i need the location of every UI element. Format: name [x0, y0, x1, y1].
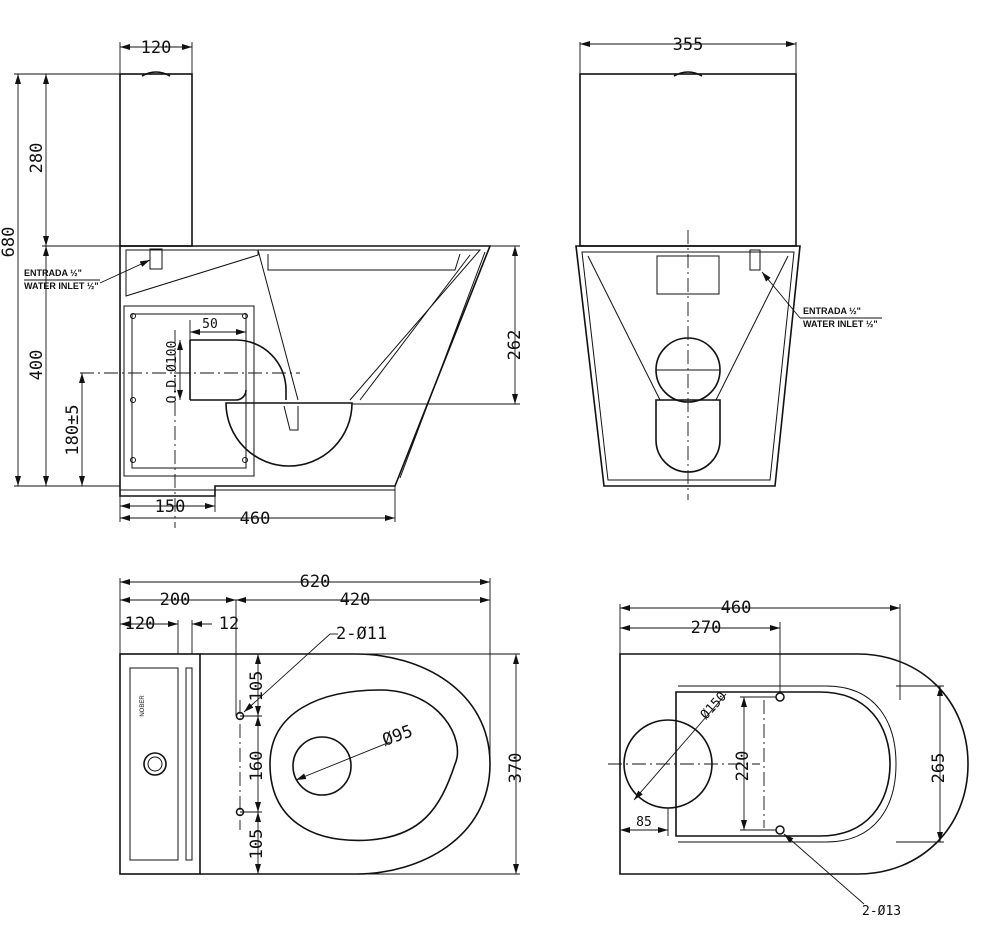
dim-top-gap: 12 — [219, 614, 239, 634]
dim-bottom-to-holes: 270 — [691, 618, 722, 638]
side-tank-base — [125, 249, 259, 297]
side-inlet-valve — [149, 248, 163, 270]
dim-tank-height: 280 — [27, 143, 47, 174]
dim-top-bolt-bot: 105 — [247, 829, 267, 860]
top-bowl-rim — [269, 689, 459, 842]
dim-outlet-height: 180±5 — [63, 404, 83, 455]
dim-top-total-length: 620 — [300, 572, 331, 592]
front-inlet-label-es: ENTRADA ½" — [803, 306, 861, 316]
bottom-view: 460 270 220 265 85 Ø150 2-Ø13 — [608, 598, 969, 919]
front-view: 355 ENTRADA ½" WATER INLET ½" — [575, 35, 882, 500]
dim-tank-width: 355 — [673, 35, 704, 55]
dim-outlet-offset: 150 — [155, 497, 186, 517]
dim-total-height: 680 — [0, 227, 19, 258]
front-bowl-opening — [655, 399, 721, 473]
bottom-outline — [619, 653, 969, 875]
side-inlet-label-es: ENTRADA ½" — [24, 268, 82, 278]
dim-side-tank-depth: 120 — [141, 38, 172, 58]
dim-bottom-outlet-offset: 85 — [636, 815, 652, 830]
dim-seat-height: 400 — [27, 350, 47, 381]
front-tank — [579, 73, 797, 247]
dim-bottom-inner-width: 265 — [929, 753, 949, 784]
dim-top-bowl-zone: 420 — [340, 590, 371, 610]
dim-top-width: 370 — [506, 753, 526, 784]
side-access-panel — [123, 305, 255, 477]
side-inlet-label-en: WATER INLET ½" — [24, 281, 99, 291]
dim-bottom-hole-spacing: 220 — [733, 751, 753, 782]
front-bowl-outline — [575, 245, 801, 487]
dim-top-tank-depth: 120 — [125, 614, 156, 634]
top-brand: NOBER — [140, 695, 146, 717]
top-tank-lid — [129, 667, 179, 861]
side-view: 120 680 280 400 180±5 150 460 262 50 O.D… — [0, 38, 525, 529]
front-flush-button — [673, 71, 703, 77]
dim-top-bolts: 2-Ø11 — [336, 624, 387, 644]
dim-top-tank-zone: 200 — [160, 590, 191, 610]
dim-bottom-total-length: 460 — [721, 598, 752, 618]
top-bowl-outline — [200, 653, 491, 875]
front-inlet-label-en: WATER INLET ½" — [803, 319, 878, 329]
dim-top-bolt-top: 105 — [247, 671, 267, 702]
bottom-inner-outline — [675, 691, 891, 837]
dim-pipe-diameter: O.D.Ø100 — [165, 341, 180, 404]
bottom-fix-hole — [775, 825, 785, 835]
dim-top-bolt-mid: 160 — [247, 751, 267, 782]
dim-top-outlet-dia: Ø95 — [380, 721, 416, 750]
bottom-fix-hole — [775, 692, 785, 702]
dim-bottom-holes: 2-Ø13 — [862, 904, 901, 919]
front-inlet-valve — [749, 249, 761, 271]
side-tank — [119, 73, 193, 247]
top-flush-button — [143, 752, 167, 776]
dim-base-length: 460 — [240, 509, 271, 529]
top-view: NOBER 620 200 420 120 12 105 160 — [119, 572, 526, 875]
side-flush-button — [141, 71, 171, 77]
top-outlet — [292, 736, 352, 796]
dim-pipe-length: 50 — [202, 317, 218, 332]
side-trap — [225, 402, 353, 467]
top-tank — [119, 653, 201, 875]
dim-rim-drop: 262 — [505, 330, 525, 361]
side-outlet-pipe — [190, 339, 287, 400]
